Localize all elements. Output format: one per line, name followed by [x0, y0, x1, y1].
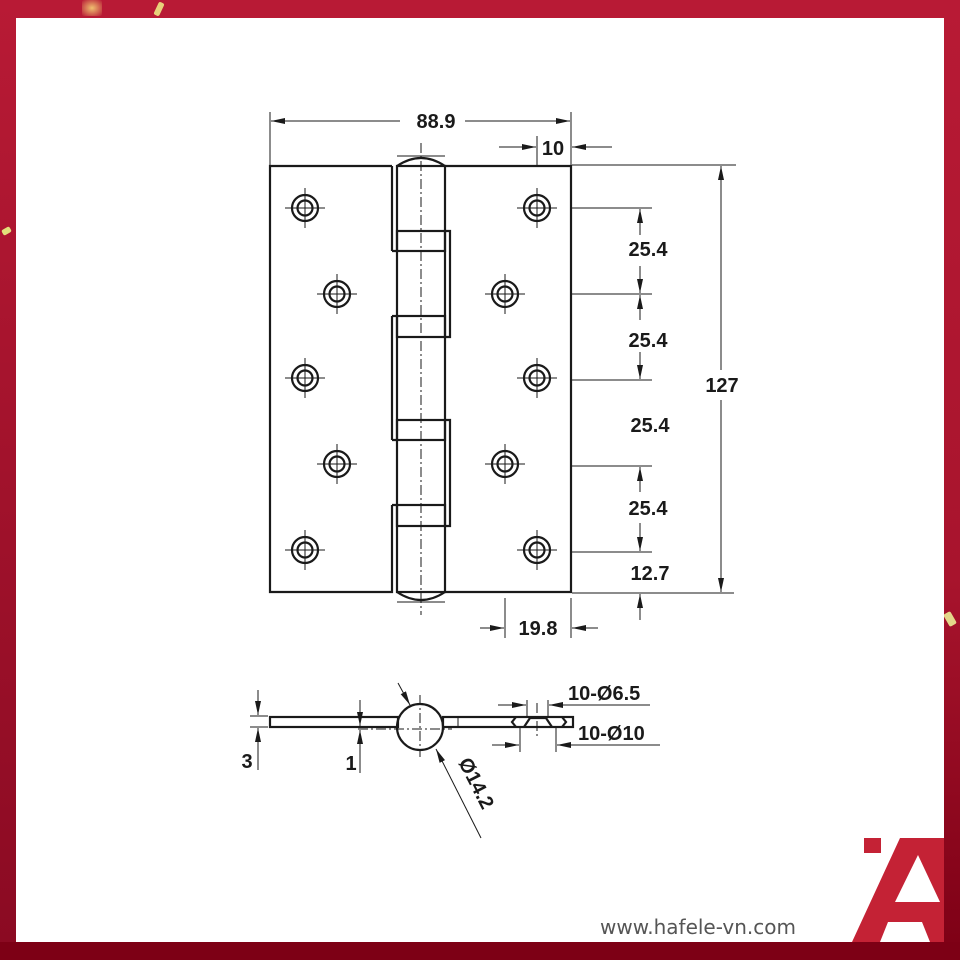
website-url[interactable]: www.hafele-vn.com [600, 915, 796, 939]
side-view: 3 1 Ø14.2 10-Ø6.5 [241, 682, 660, 839]
screw-holes-right [483, 186, 559, 572]
screw-holes-left [283, 186, 359, 572]
dim-hole-spacing: 25.4 25.4 25.4 25.4 12.7 [572, 207, 671, 620]
dim-leaf-thickness: 3 [241, 690, 268, 773]
svg-text:10: 10 [542, 138, 564, 160]
dim-overall-width: 88.9 [269, 111, 572, 166]
dim-hole-to-edge: 19.8 [480, 598, 598, 640]
drawing-panel [16, 18, 944, 942]
dim-overall-height: 127 [572, 164, 739, 594]
svg-text:3: 3 [241, 751, 252, 773]
svg-text:19.8: 19.8 [519, 618, 558, 640]
dim-hole-outer: 10-Ø10 [492, 723, 660, 752]
confetti-decoration [82, 0, 102, 16]
dim-hole-inner: 10-Ø6.5 [498, 683, 650, 716]
svg-text:Ø14.2: Ø14.2 [454, 754, 498, 813]
svg-text:25.4: 25.4 [631, 415, 671, 437]
hafele-a-logo-icon [852, 838, 944, 942]
side-leaf-left [268, 715, 400, 729]
svg-text:10-Ø6.5: 10-Ø6.5 [568, 683, 640, 705]
side-leaf-right [441, 715, 575, 729]
svg-text:10-Ø10: 10-Ø10 [578, 723, 645, 745]
svg-text:25.4: 25.4 [629, 330, 669, 352]
frame-border-bottom [0, 942, 960, 960]
knuckle-bands [392, 229, 452, 528]
front-view: 88.9 10 127 25.4 25 [268, 111, 739, 640]
left-leaf [268, 164, 394, 594]
svg-text:88.9: 88.9 [417, 111, 456, 133]
right-leaf [445, 164, 573, 594]
svg-text:25.4: 25.4 [629, 239, 669, 261]
svg-text:12.7: 12.7 [631, 563, 670, 585]
dim-knuckle-offset: 10 [499, 136, 612, 166]
dim-gap: 1 [345, 700, 363, 775]
svg-text:25.4: 25.4 [629, 498, 669, 520]
frame-border-left [0, 0, 16, 960]
svg-text:127: 127 [705, 375, 738, 397]
svg-text:1: 1 [345, 753, 356, 775]
